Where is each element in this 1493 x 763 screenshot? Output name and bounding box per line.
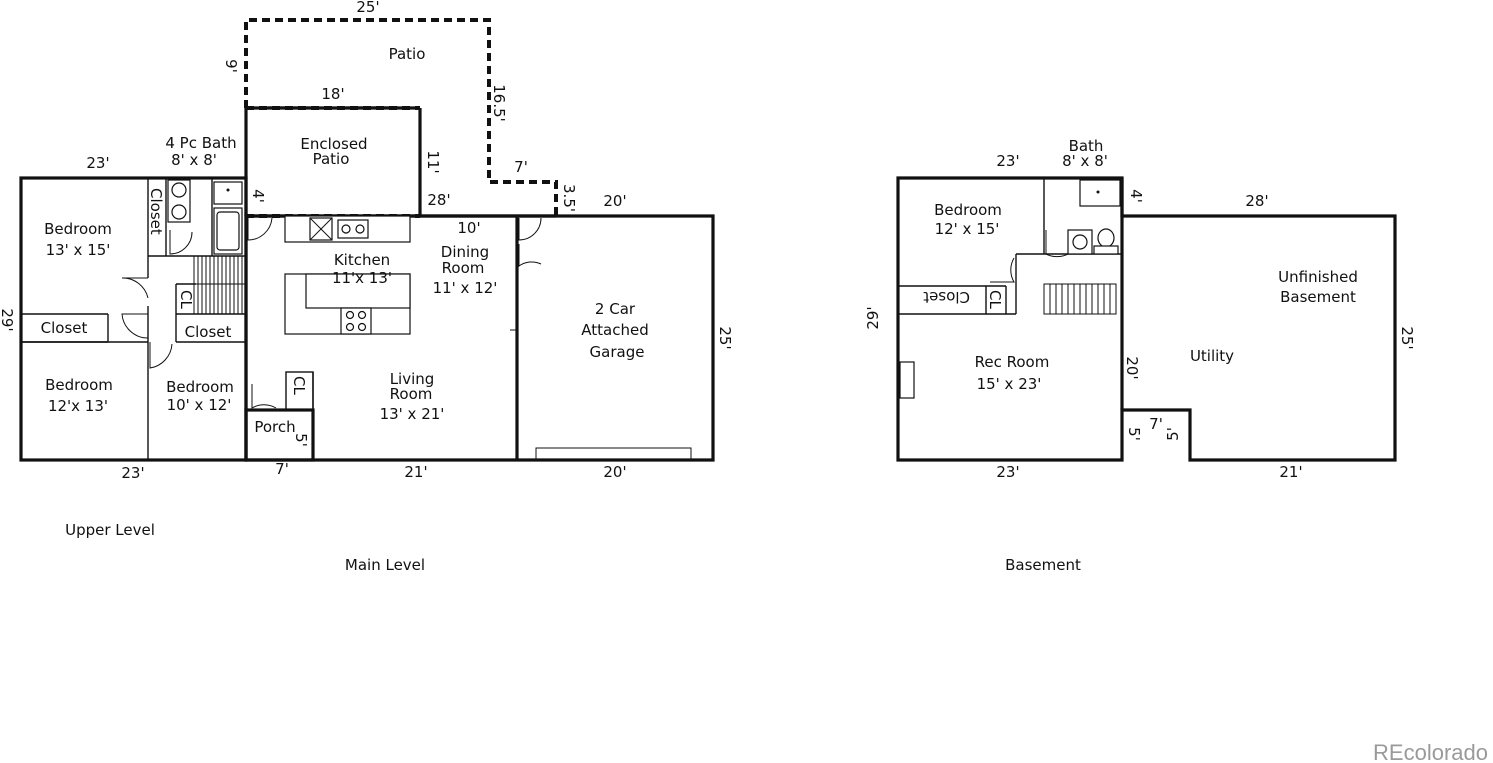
dim-garage-top: 20' [603, 192, 626, 210]
basement-dim-top-right: 28' [1245, 192, 1268, 210]
kitchen-counters [284, 215, 411, 335]
garage-line3: Garage [590, 343, 645, 361]
basement-dim-top-left: 23' [996, 152, 1019, 170]
basement-dim-left: 29' [864, 306, 882, 329]
dining-size: 11' x 12' [433, 279, 498, 297]
main-level-labels: Patio Enclosed Patio Kitchen 11'x 13' Di… [222, 0, 734, 574]
upper-bedroom-3-name: Bedroom [166, 378, 234, 396]
unfinished-line2: Basement [1280, 288, 1356, 306]
patio-name: Patio [389, 45, 426, 63]
dim-enclosed-right: 11' [424, 150, 442, 173]
upper-level-labels: Bedroom 13' x 15' 4 Pc Bath 8' x 8' Clos… [0, 134, 267, 539]
living-size: 13' x 21' [380, 405, 445, 423]
basement-dim-notch-top: 7' [1149, 415, 1163, 433]
basement-labels: Bath 8' x 8' Bedroom 12' x 15' Closet CL… [864, 137, 1416, 574]
dining-line2: Room [442, 259, 485, 277]
basement-closet: Closet [923, 288, 970, 306]
dim-porch-side: 5' [292, 433, 310, 447]
garage-line2: Attached [581, 321, 648, 339]
living-line1: Living [390, 370, 435, 388]
upper-bedroom-3-size: 10' x 12' [167, 396, 232, 414]
enclosed-patio-line1: Enclosed [300, 135, 367, 153]
main-cl: CL [290, 376, 308, 395]
dim-bottom-main: 21' [404, 463, 427, 481]
basement-dim-bath-side: 4' [1127, 189, 1145, 203]
basement-bath-name: Bath [1069, 137, 1104, 155]
basement-stairs [1043, 283, 1117, 315]
dim-patio-right: 16.5' [490, 84, 508, 122]
dim-dining-top: 10' [457, 219, 480, 237]
upper-bedroom-2-size: 12'x 13' [48, 397, 108, 415]
basement-dim-mid: 20' [1123, 356, 1141, 379]
upper-dim-bottom: 23' [121, 464, 144, 482]
upper-closet-hall: Closet [41, 319, 88, 337]
basement-dim-bottom-right: 21' [1279, 463, 1302, 481]
rec-room-size: 15' x 23' [977, 375, 1042, 393]
upper-cl: CL [177, 290, 195, 309]
basement-dim-right: 25' [1398, 326, 1416, 349]
kitchen-size: 11'x 13' [332, 269, 392, 287]
upper-closet-bedroom: Closet [185, 323, 232, 341]
basement-door-swings [990, 230, 1069, 283]
basement-dim-bottom-left: 23' [996, 463, 1019, 481]
basement-dim-notch-left: 5' [1125, 427, 1143, 441]
dim-step: 7' [514, 158, 528, 176]
dim-bottom-garage: 20' [603, 463, 626, 481]
dim-patio-left: 9' [222, 59, 240, 73]
upper-bedroom-2-name: Bedroom [45, 376, 113, 394]
dim-patio-top: 25' [356, 0, 379, 16]
rec-room-name: Rec Room [975, 353, 1050, 371]
dim-main-top: 28' [427, 191, 450, 209]
upper-dim-left: 29' [0, 308, 16, 331]
stairs [193, 255, 247, 315]
upper-bedroom-1-size: 13' x 15' [46, 241, 111, 259]
bath-fixtures [167, 179, 243, 255]
living-line2: Room [390, 385, 433, 403]
upper-level-plan [19, 176, 248, 462]
dim-garage-right: 25' [716, 326, 734, 349]
dining-line1: Dining [441, 243, 489, 261]
upper-bath-size: 8' x 8' [171, 151, 217, 169]
upper-bedroom-1-name: Bedroom [44, 220, 112, 238]
door-swings [121, 230, 193, 369]
basement-plan [896, 176, 1397, 462]
dim-step-vertical: 3.5' [560, 184, 578, 212]
main-door-swings [247, 216, 542, 409]
basement-dim-notch-right: 5' [1164, 427, 1182, 441]
porch-name: Porch [254, 418, 295, 436]
main-level-plan [244, 18, 715, 462]
upper-level-caption: Upper Level [65, 521, 155, 539]
basement-bedroom-name: Bedroom [934, 201, 1002, 219]
kitchen-name: Kitchen [334, 251, 390, 269]
utility-name: Utility [1190, 347, 1234, 365]
basement-caption: Basement [1005, 556, 1081, 574]
dim-enclosed-top: 18' [321, 85, 344, 103]
upper-closet-vertical: Closet [147, 188, 165, 235]
basement-bath-size: 8' x 8' [1062, 152, 1108, 170]
enclosed-patio-line2: Patio [313, 150, 350, 168]
upper-dim-top: 23' [86, 154, 109, 172]
watermark: REcolorado [1373, 740, 1488, 763]
upper-bath-name: 4 Pc Bath [165, 134, 236, 152]
basement-bedroom-size: 12' x 15' [935, 220, 1000, 238]
basement-cl: CL [986, 290, 1004, 309]
garage-line1: 2 Car [595, 300, 636, 318]
dim-bottom-porch: 7' [275, 460, 289, 478]
main-level-caption: Main Level [345, 556, 425, 574]
basement-bath-fixtures [1067, 179, 1121, 255]
upper-dim-bath-side: 4' [249, 189, 267, 203]
unfinished-line1: Unfinished [1278, 268, 1358, 286]
